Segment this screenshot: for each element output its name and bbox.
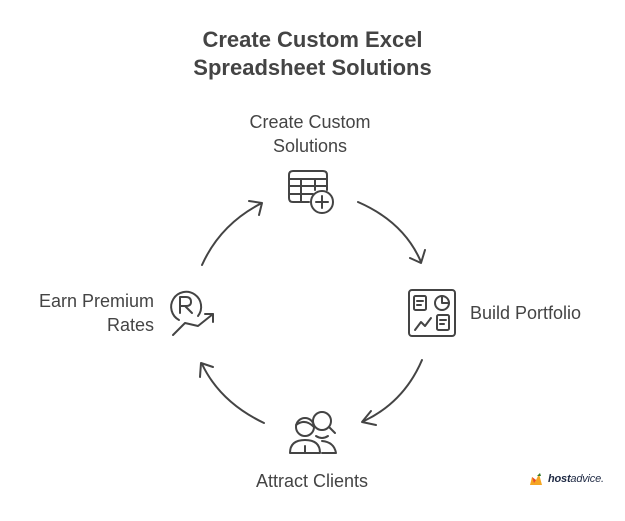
- step-label-line: Rates: [106, 315, 154, 335]
- step-label-create-custom-solutions: Create Custom Solutions: [210, 110, 410, 158]
- arrow-create-to-portfolio: [357, 201, 426, 264]
- logo-text-light: advice.: [570, 473, 604, 485]
- people-search-icon: [289, 411, 337, 454]
- step-label-build-portfolio: Build Portfolio: [470, 303, 582, 323]
- step-label-earn-premium-rates: Earn Premium Rates: [0, 289, 154, 337]
- registered-growth-icon: [170, 290, 214, 336]
- diagram-title: Create Custom Excel Spreadsheet Solution…: [0, 26, 625, 82]
- spreadsheet-add-icon: [288, 170, 334, 214]
- title-line-2: Spreadsheet Solutions: [193, 55, 432, 80]
- portfolio-dashboard-icon: [408, 289, 456, 337]
- title-line-1: Create Custom Excel: [202, 27, 423, 52]
- step-label-line: Earn Premium: [38, 291, 154, 311]
- arrow-rates-to-create: [201, 200, 263, 266]
- hostadvice-logo: hostadvice.: [528, 471, 604, 487]
- logo-text: hostadvice.: [548, 473, 604, 485]
- arrow-portfolio-to-clients: [361, 359, 423, 426]
- hostadvice-logo-icon: [530, 473, 542, 485]
- step-label-line: Create Custom: [249, 112, 371, 132]
- arrow-clients-to-rates: [199, 362, 265, 424]
- step-label-line: Solutions: [272, 136, 348, 156]
- logo-text-bold: host: [548, 473, 571, 485]
- step-label-attract-clients: Attract Clients: [255, 471, 369, 491]
